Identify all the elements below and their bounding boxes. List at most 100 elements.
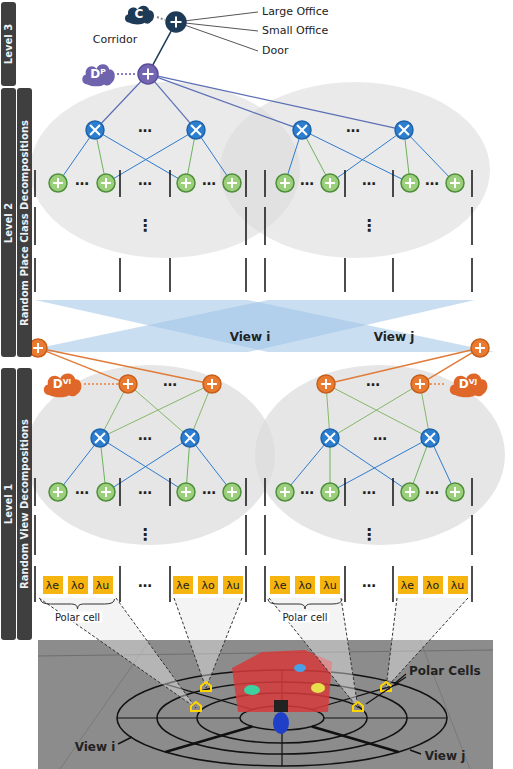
operator-circle bbox=[411, 375, 429, 393]
lambda-leaf: λe bbox=[269, 575, 291, 595]
ellipsis-mark: … bbox=[138, 428, 152, 443]
sum-node bbox=[446, 174, 464, 192]
polar-spoke bbox=[281, 730, 282, 766]
lambda-leaf: λu bbox=[447, 575, 469, 595]
ellipsis-mark: … bbox=[373, 428, 387, 443]
operator-circle bbox=[97, 174, 115, 192]
operator-symbol bbox=[185, 178, 187, 188]
leader-line bbox=[366, 677, 406, 704]
graph-link bbox=[188, 139, 195, 174]
operator-circle bbox=[177, 483, 195, 501]
lambda-leaf: λu bbox=[222, 575, 244, 595]
fan-edge bbox=[174, 598, 206, 688]
class-label: Door bbox=[262, 45, 288, 57]
ellipsis-mark: … bbox=[362, 575, 376, 590]
level-label: Level 1 bbox=[4, 484, 14, 524]
operator-symbol bbox=[57, 178, 59, 188]
prior-cloud: C bbox=[122, 3, 156, 25]
graph-link bbox=[196, 445, 227, 485]
leader-line bbox=[410, 750, 421, 754]
ellipsis-mark: … bbox=[300, 173, 314, 188]
operator-circle bbox=[293, 121, 311, 139]
graph-link bbox=[428, 353, 473, 380]
operator-symbol bbox=[90, 125, 100, 135]
graph-link bbox=[434, 446, 451, 484]
cell-label: Polar cell bbox=[53, 612, 102, 623]
view-region bbox=[255, 365, 505, 545]
ellipsis-mark: … bbox=[138, 575, 152, 590]
operator-symbol bbox=[284, 178, 286, 188]
graph-link bbox=[306, 138, 326, 175]
operator-circle bbox=[321, 483, 339, 501]
view-label: View j bbox=[374, 331, 415, 344]
operator-circle bbox=[421, 429, 439, 447]
sum-node bbox=[203, 375, 221, 393]
operator-circle bbox=[177, 174, 195, 192]
cloud-outline bbox=[44, 374, 82, 398]
prior-cloud: Dᴾ bbox=[79, 61, 117, 87]
sum-node bbox=[276, 174, 294, 192]
graph-link bbox=[63, 137, 90, 175]
operator-circle bbox=[138, 64, 158, 84]
group-bar bbox=[245, 566, 247, 602]
graph-link bbox=[101, 447, 105, 483]
leader-line bbox=[118, 737, 132, 744]
cloud-link bbox=[430, 383, 446, 385]
scene-label: View j bbox=[425, 750, 466, 763]
cloud-label: Dᴾ bbox=[90, 68, 106, 80]
cell-brace bbox=[41, 599, 115, 609]
operator-circle bbox=[49, 174, 67, 192]
level-label: Random Place Class Decompositions bbox=[20, 120, 30, 326]
operator-symbol bbox=[419, 379, 421, 389]
scan-blob bbox=[294, 664, 306, 672]
product-node bbox=[321, 429, 339, 447]
lambda-label: λu bbox=[226, 580, 239, 591]
polar-spoke bbox=[117, 717, 240, 718]
graph-link bbox=[103, 135, 178, 179]
group-bar bbox=[34, 258, 36, 292]
lambda-leaf: λo bbox=[294, 575, 316, 595]
graph-link bbox=[108, 443, 179, 487]
operator-symbol bbox=[425, 433, 435, 443]
operator-symbol bbox=[479, 343, 481, 353]
group-bar bbox=[245, 258, 247, 292]
graph-link bbox=[114, 135, 188, 179]
operator-symbol bbox=[425, 433, 435, 443]
lambda-leaf: λe bbox=[397, 575, 419, 595]
scan-blob bbox=[244, 685, 260, 695]
group-bar bbox=[119, 566, 121, 602]
cell-fan bbox=[269, 598, 358, 708]
graph-link bbox=[201, 137, 227, 175]
operator-symbol bbox=[409, 178, 411, 188]
group-bar bbox=[119, 170, 121, 197]
sum-node bbox=[177, 483, 195, 501]
graph-link bbox=[288, 139, 300, 175]
graph-link bbox=[185, 25, 258, 51]
group-bar bbox=[264, 170, 266, 197]
operator-circle bbox=[119, 375, 137, 393]
view-region bbox=[25, 365, 275, 545]
level-bar: Random Place Class Decompositions bbox=[17, 88, 32, 357]
group-bar bbox=[245, 170, 247, 197]
graph-link bbox=[101, 81, 141, 123]
operator-symbol bbox=[147, 69, 149, 80]
ellipsis-mark: … bbox=[362, 482, 376, 497]
sum-node bbox=[119, 375, 137, 393]
graph-link bbox=[97, 139, 104, 174]
graph-link bbox=[405, 139, 409, 174]
sum-node bbox=[401, 174, 419, 192]
operator-symbol bbox=[325, 433, 335, 443]
group-bar bbox=[471, 170, 473, 197]
polar-spoke bbox=[324, 717, 447, 718]
leader-line bbox=[394, 674, 406, 684]
group-bar bbox=[34, 566, 36, 602]
operator-symbol bbox=[185, 433, 195, 443]
operator-symbol bbox=[409, 487, 411, 497]
operator-symbol bbox=[185, 433, 195, 443]
robot-body bbox=[274, 700, 288, 712]
lambda-leaf: λo bbox=[67, 575, 89, 595]
sum-node bbox=[223, 483, 241, 501]
lambda-label: λe bbox=[46, 580, 59, 591]
operator-symbol bbox=[454, 487, 456, 497]
prior-cloud: Dⱽⁱ bbox=[40, 370, 84, 398]
